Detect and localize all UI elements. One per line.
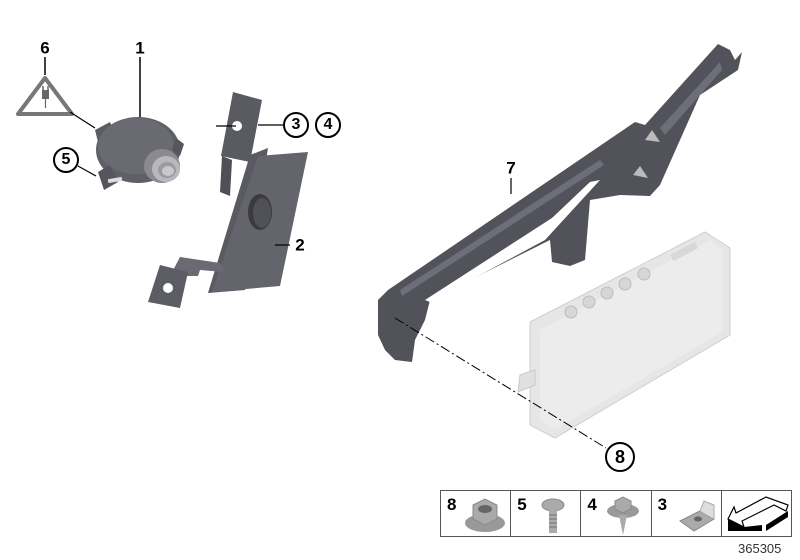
camera-unit-icon: [77, 57, 184, 190]
fastener-cell-4[interactable]: 4: [581, 491, 652, 536]
mounting-bracket-icon: [148, 92, 308, 308]
holder-bracket-icon: [378, 44, 742, 362]
clip-nut-icon: [678, 500, 715, 532]
diagram-number: 365305: [738, 541, 782, 556]
callout-4[interactable]: 4: [315, 112, 341, 138]
callout-6[interactable]: 6: [40, 38, 50, 58]
fastener-number: 5: [517, 495, 527, 514]
direction-arrow-icon: [727, 496, 789, 531]
fastener-cell-8[interactable]: 8: [441, 491, 512, 536]
callout-1[interactable]: 1: [135, 38, 145, 58]
callout-2[interactable]: 2: [295, 235, 305, 255]
fastener-number: 3: [657, 495, 668, 514]
assembly-line: [394, 317, 607, 449]
hex-flange-nut-icon: [465, 498, 505, 532]
callout-8[interactable]: 8: [605, 442, 635, 472]
fastener-cell-3[interactable]: 3: [652, 491, 722, 536]
fastener-cell-5[interactable]: 5: [511, 491, 582, 536]
control-module-icon: [517, 231, 731, 439]
fastener-number: 4: [587, 495, 597, 514]
fastener-cell-arrow[interactable]: [722, 491, 791, 536]
hex-head-tapping-screw-icon: [607, 496, 640, 535]
pan-head-screw-icon: [541, 498, 565, 533]
fasteners-legend: 8 5 4 3: [440, 490, 792, 537]
callout-3[interactable]: 3: [283, 112, 309, 138]
warning-triangle-icon: [16, 57, 96, 129]
fastener-number: 8: [447, 495, 457, 514]
callout-5[interactable]: 5: [53, 147, 79, 173]
callout-7[interactable]: 7: [506, 158, 516, 178]
